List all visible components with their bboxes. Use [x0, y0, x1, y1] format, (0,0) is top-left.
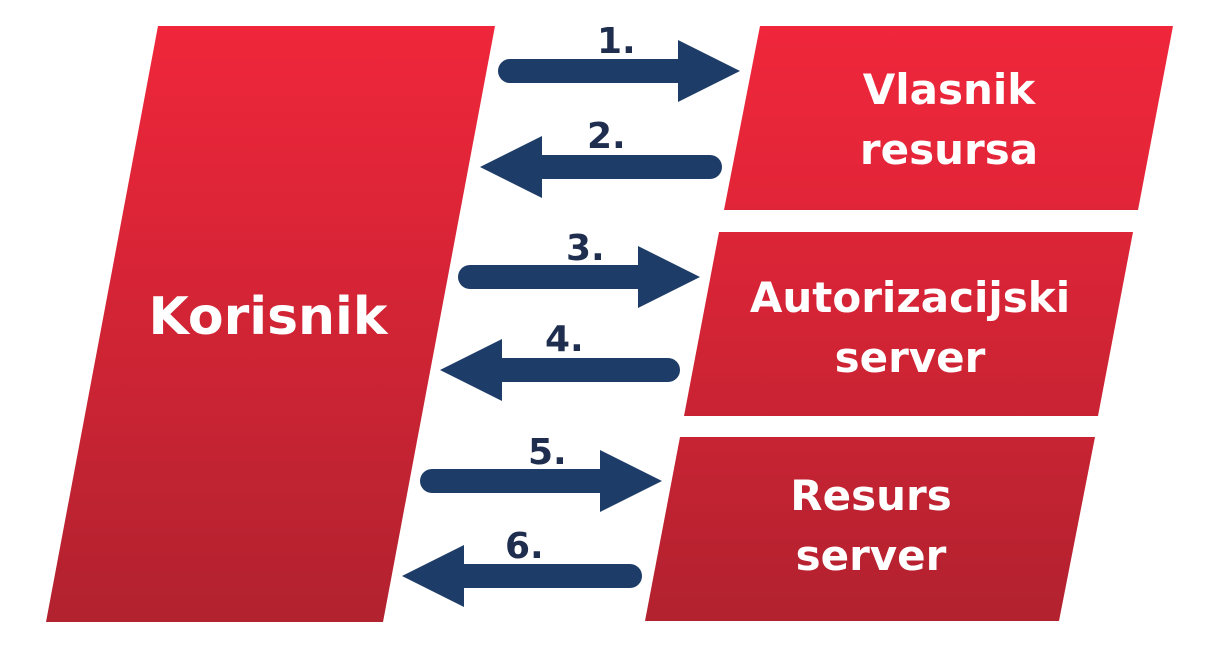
step-6-label: 6. [505, 526, 544, 567]
step-2-arrow: 2. [480, 116, 722, 198]
resource-owner-label-line2: resursa [860, 125, 1038, 174]
user-label: Korisnik [149, 287, 389, 347]
resource-server-block: Resurs server [645, 437, 1095, 621]
step-3-label: 3. [566, 228, 605, 269]
resource-owner-label-line1: Vlasnik [863, 65, 1037, 114]
step-1-arrow: 1. [498, 21, 740, 102]
step-5-arrow: 5. [420, 432, 662, 512]
resource-owner-block: Vlasnik resursa [724, 26, 1173, 210]
step-1-label: 1. [597, 21, 636, 62]
step-6-arrow: 6. [402, 526, 642, 607]
step-4-label: 4. [545, 319, 584, 360]
resource-server-label-line2: server [796, 531, 947, 580]
authorization-server-label-line2: server [835, 333, 986, 382]
resource-server-label-line1: Resurs [790, 471, 951, 520]
step-4-arrow: 4. [440, 319, 680, 401]
step-3-arrow: 3. [458, 228, 700, 308]
step-2-label: 2. [587, 116, 626, 157]
authorization-server-label-line1: Autorizacijski [750, 273, 1070, 322]
authorization-server-block: Autorizacijski server [684, 232, 1133, 416]
step-5-label: 5. [528, 432, 567, 473]
user-block: Korisnik [46, 26, 495, 622]
